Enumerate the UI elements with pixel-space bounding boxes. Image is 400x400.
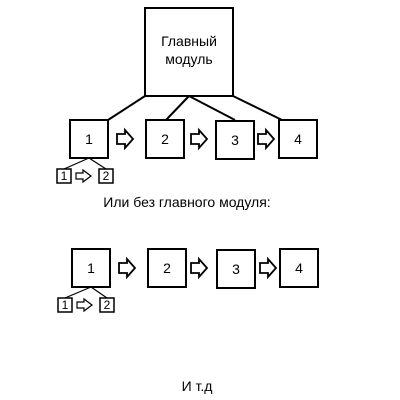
connector-main-to-1 xyxy=(107,95,146,121)
sub-module-box-2 xyxy=(98,168,114,184)
module-box-3 xyxy=(216,249,256,289)
module-label-4: 4 xyxy=(294,131,302,147)
module-label-2: 2 xyxy=(161,131,169,147)
module-label-3: 3 xyxy=(231,132,239,148)
connector-main-to-3 xyxy=(188,95,236,121)
module-box-4 xyxy=(278,119,318,159)
arrow-2-to-3-icon xyxy=(190,256,209,280)
sub-module-label-2: 2 xyxy=(103,169,110,183)
sub-module-box-1 xyxy=(57,297,73,313)
sub-module-box-2 xyxy=(99,297,115,313)
sub-connector-left xyxy=(64,286,92,299)
sub-arrow-icon xyxy=(76,297,93,313)
sub-connector-left xyxy=(63,157,90,170)
sub-arrow-icon xyxy=(75,168,92,184)
footer-text: И т.д xyxy=(182,378,213,394)
module-label-2: 2 xyxy=(163,260,171,276)
separator-text: Или без главного модуля: xyxy=(103,194,270,210)
arrow-1-to-2-icon xyxy=(116,127,135,151)
module-box-1 xyxy=(71,248,111,288)
module-label-1: 1 xyxy=(87,260,95,276)
sub-connector-right xyxy=(90,286,108,299)
bottom-diagram: 1 2 3 4 1 2 xyxy=(57,248,319,313)
module-label-4: 4 xyxy=(295,260,303,276)
main-module-label-line1: Главный xyxy=(161,33,217,49)
arrow-3-to-4-icon xyxy=(257,127,276,151)
sub-module-label-2: 2 xyxy=(104,298,111,312)
main-module-box xyxy=(144,7,234,97)
main-module-label-line2: модуль xyxy=(165,51,212,67)
sub-connector-right xyxy=(88,157,107,170)
module-box-3 xyxy=(215,120,255,160)
arrow-1-to-2-icon xyxy=(118,256,137,280)
sub-module-label-1: 1 xyxy=(62,298,69,312)
arrow-2-to-3-icon xyxy=(190,127,209,151)
top-diagram: Главный модуль 1 2 3 4 1 2 xyxy=(56,7,318,184)
sub-module-box-1 xyxy=(56,168,72,184)
module-box-2 xyxy=(145,119,185,159)
connector-main-to-2 xyxy=(165,95,190,121)
arrow-3-to-4-icon xyxy=(259,256,278,280)
module-box-2 xyxy=(147,248,187,288)
module-label-1: 1 xyxy=(85,131,93,147)
connector-main-to-4 xyxy=(232,95,283,121)
module-label-3: 3 xyxy=(232,261,240,277)
module-box-4 xyxy=(279,248,319,288)
sub-module-label-1: 1 xyxy=(61,169,68,183)
